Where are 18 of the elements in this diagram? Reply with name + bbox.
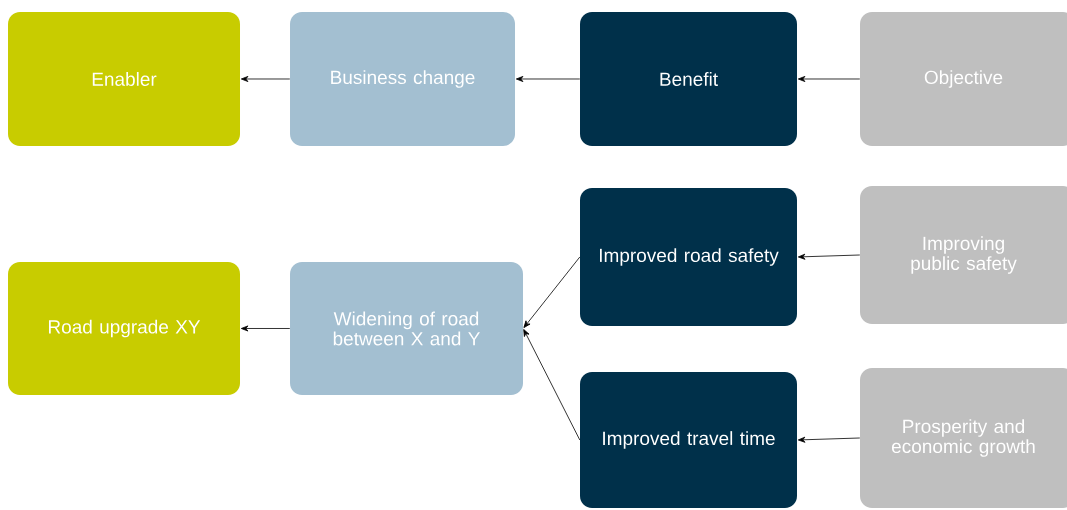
arrow bbox=[240, 325, 291, 332]
business-change-box: Widening of road between X and Y bbox=[290, 262, 523, 395]
business-change-box: Business change bbox=[290, 12, 515, 146]
arrow bbox=[240, 76, 291, 82]
enabler-box: Road upgrade XY bbox=[8, 262, 240, 395]
objective-box: Prosperity and economic growth bbox=[860, 368, 1067, 508]
arrow bbox=[523, 329, 581, 441]
objective-box: Improving public safety bbox=[860, 186, 1067, 324]
objective-box: Objective bbox=[860, 12, 1067, 146]
arrow bbox=[797, 76, 861, 82]
benefit-box: Improved travel time bbox=[580, 372, 797, 508]
arrow bbox=[515, 76, 581, 82]
arrow bbox=[523, 256, 581, 328]
benefit-box: Benefit bbox=[580, 12, 797, 146]
arrow bbox=[797, 436, 861, 443]
arrow bbox=[797, 253, 861, 260]
benefit-box: Improved road safety bbox=[580, 188, 797, 326]
enabler-box: Enabler bbox=[8, 12, 240, 146]
